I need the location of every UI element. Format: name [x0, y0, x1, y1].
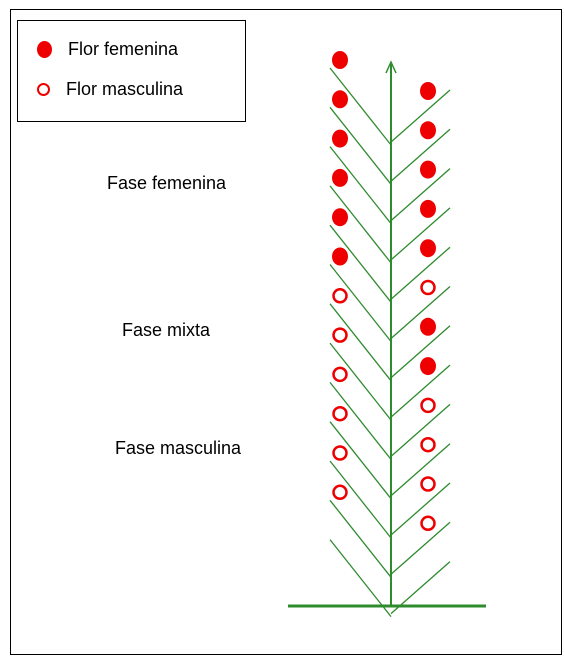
male-flower	[334, 407, 347, 420]
leaf-right	[391, 444, 450, 496]
leaf-right	[391, 129, 450, 181]
male-flower	[334, 289, 347, 302]
male-flower	[422, 438, 435, 451]
female-flower	[332, 248, 348, 266]
male-flower	[334, 486, 347, 499]
male-flower	[334, 329, 347, 342]
female-flower	[332, 169, 348, 187]
male-flower	[422, 478, 435, 491]
male-flower	[334, 447, 347, 460]
female-flower	[332, 130, 348, 148]
leaf-right	[391, 287, 450, 339]
leaf-right	[391, 326, 450, 378]
female-flower	[332, 51, 348, 69]
male-flower	[334, 368, 347, 381]
leaf-right	[391, 90, 450, 142]
female-flower	[420, 121, 436, 139]
flower-group	[332, 51, 436, 530]
female-flower	[420, 357, 436, 375]
male-flower	[422, 281, 435, 294]
female-flower	[332, 208, 348, 226]
female-flower	[420, 318, 436, 336]
leaf-right	[391, 365, 450, 417]
leaf-right	[391, 483, 450, 535]
leaf-right	[391, 208, 450, 260]
female-flower	[420, 82, 436, 100]
female-flower	[420, 161, 436, 179]
leaf-right	[391, 169, 450, 221]
male-flower	[422, 399, 435, 412]
female-flower	[420, 200, 436, 218]
male-flower	[422, 517, 435, 530]
leaf-right	[391, 247, 450, 299]
leaf-right	[391, 522, 450, 574]
female-flower	[332, 90, 348, 108]
female-flower	[420, 239, 436, 257]
stem-group	[288, 62, 486, 617]
leaf-right	[391, 404, 450, 456]
leaf-left	[330, 500, 391, 577]
